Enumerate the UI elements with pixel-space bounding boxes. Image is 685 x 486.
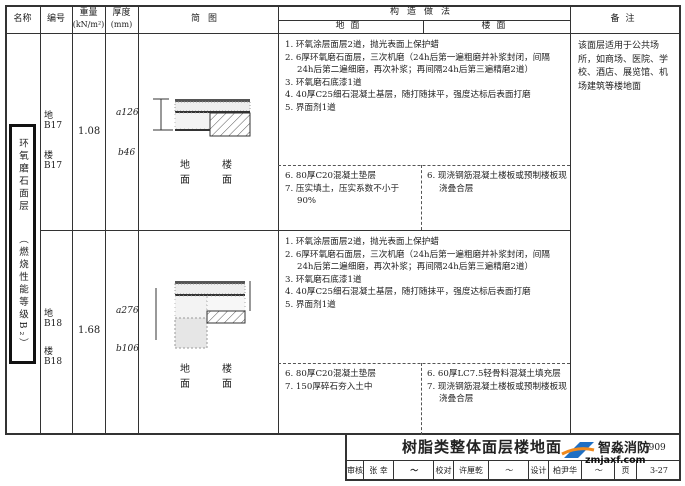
review-label: 审核	[347, 460, 364, 480]
layer-item: 1. 环氧涂层面层2道，抛光表面上保护蜡	[285, 237, 439, 247]
layer-item: 6. 80厚C20混凝土垫层	[285, 171, 376, 181]
category-sub: （燃烧性能等级B₂）	[17, 233, 28, 351]
floor-section-sketch	[153, 98, 251, 137]
remarks-text: 该面层适用于公共场所，如商场、医院、学校、酒店、展览馆、机场建筑等楼地面	[578, 41, 669, 92]
layer-item: 7. 压实填土，压实系数不小于90%	[285, 183, 400, 207]
common-layers: 1. 环氧涂层面层2道，抛光表面上保护蜡 2. 6厚环氧磨石面层，三次机磨（24h…	[285, 39, 565, 115]
layer-item: 6. 现浇钢筋混凝土楼板或预制楼板现浇叠合层	[427, 171, 567, 194]
header-construction: 构造做法	[389, 7, 458, 17]
layer-item: 7. 现浇钢筋混凝土楼板或预制楼板现浇叠合层	[427, 381, 567, 405]
common-layers: 1. 环氧涂层面层2道，抛光表面上保护蜡 2. 6厚环氧磨石面层，三次机磨（24h…	[285, 236, 565, 312]
thickness-b: b46	[118, 148, 136, 158]
sketch-label-floor: 楼面	[222, 160, 232, 186]
category-box: 环氧磨石面层 （燃烧性能等级B₂）	[9, 124, 36, 364]
layer-item: 4. 40厚C25细石混凝土基层，随打随抹平，强度达标后表面打磨	[285, 90, 531, 101]
page-label: 页	[615, 460, 637, 480]
header-sketch: 简图	[190, 13, 225, 24]
thickness-a: a276	[116, 306, 139, 316]
floor-layers: 6. 现浇钢筋混凝土楼板或预制楼板现浇叠合层	[427, 170, 567, 195]
layer-item: 5. 界面剂1道	[285, 299, 336, 310]
ground-layers: 6. 80厚C20混凝土垫层 7. 150厚碎石夯入土中	[285, 368, 415, 393]
thickness-a: a126	[116, 108, 139, 118]
atlas-number: J909	[645, 443, 666, 453]
ground-layers: 6. 80厚C20混凝土垫层 7. 压实填土，压实系数不小于90%	[285, 170, 415, 208]
reviewer: 张 幸	[364, 460, 394, 480]
thickness-b: b106	[116, 344, 139, 354]
title-block: 树脂类整体面层楼地面 J909 审核 张 幸 〜 校对 许厘乾 〜 设计 柏尹华…	[345, 435, 681, 481]
table-frame	[5, 5, 681, 435]
header-floor: 楼面	[481, 21, 512, 31]
floor-section-sketch	[155, 281, 251, 349]
layer-item: 2. 6厚环氧磨石面层，三次机磨（24h后第一遍粗磨并补浆封闭，间隔24h后第二…	[285, 249, 550, 273]
code-ground: 地B17	[44, 111, 63, 131]
header-weight-unit: (kN/m²)	[72, 20, 105, 29]
header-ground: 地面	[335, 21, 366, 31]
code-floor: 楼B17	[44, 151, 63, 171]
layer-item: 7. 150厚碎石夯入土中	[285, 381, 373, 392]
header-remarks: 备注	[610, 13, 641, 24]
designer-signature: 〜	[582, 460, 615, 480]
checker-signature: 〜	[489, 460, 529, 480]
category-name: 环氧磨石面层	[17, 137, 28, 213]
logo-icon	[561, 442, 595, 458]
layer-item: 3. 环氧磨石底漆1道	[285, 77, 362, 88]
layer-item: 5. 界面剂1道	[285, 102, 336, 113]
check-label: 校对	[434, 460, 454, 480]
sketch-label-ground: 地面	[180, 364, 190, 390]
watermark-url: zmjaxf.com	[585, 455, 646, 466]
layer-item: 1. 环氧涂层面层2道，抛光表面上保护蜡	[285, 40, 439, 50]
header-thickness-label: 厚度	[112, 8, 131, 18]
code-ground: 地B18	[44, 309, 63, 329]
layer-item: 3. 环氧磨石底漆1道	[285, 274, 362, 285]
layer-item: 4. 40厚C25细石混凝土基层，随打随抹平，强度达标后表面打磨	[285, 287, 531, 298]
weight: 1.08	[78, 126, 101, 137]
page-number: 3-27	[650, 465, 668, 475]
sketch-label-ground: 地面	[180, 160, 190, 186]
header-name: 名称	[13, 13, 32, 24]
layer-item: 2. 6厚环氧磨石面层，三次机磨（24h后第一遍粗磨并补浆封闭，间隔24h后第二…	[285, 52, 550, 76]
code-floor: 楼B18	[44, 347, 63, 367]
sketch-label-floor: 楼面	[222, 364, 232, 390]
floor-layers: 6. 60厚LC7.5轻骨料混凝土填充层 7. 现浇钢筋混凝土楼板或预制楼板现浇叠…	[427, 368, 567, 406]
checker: 许厘乾	[454, 460, 489, 480]
watermark-name: 智淼消防	[598, 441, 651, 456]
designer: 柏尹华	[549, 460, 582, 480]
layer-item: 6. 60厚LC7.5轻骨料混凝土填充层	[427, 369, 561, 379]
drawing-title: 树脂类整体面层楼地面	[401, 438, 562, 456]
header-thickness: 厚度 (mm)	[105, 5, 138, 33]
weight: 1.68	[78, 325, 101, 336]
design-label: 设计	[529, 460, 549, 480]
header-weight-label: 重量	[79, 8, 98, 18]
header-code: 编号	[46, 13, 65, 24]
header-thickness-unit: (mm)	[110, 20, 133, 29]
reviewer-signature: 〜	[394, 460, 434, 480]
layer-item: 6. 80厚C20混凝土垫层	[285, 369, 376, 379]
header-weight: 重量 (kN/m²)	[72, 5, 105, 33]
watermark-logo	[560, 438, 596, 462]
